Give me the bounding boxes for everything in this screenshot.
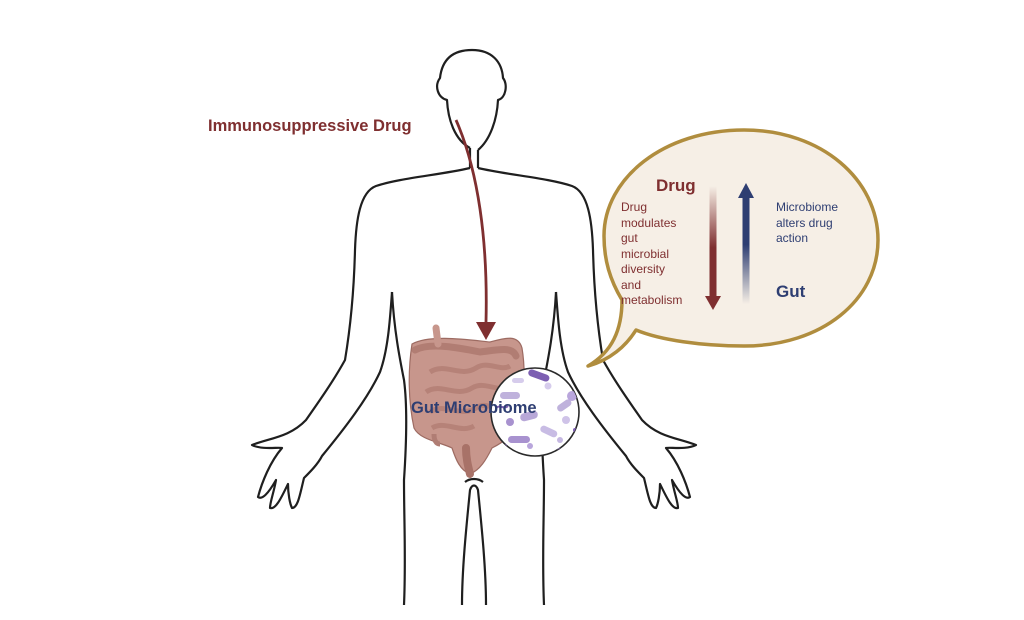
drug-path-arrowhead [476, 322, 496, 340]
bubble-gut-description: Microbiome alters drug action [776, 200, 839, 245]
down-arrow-icon [705, 186, 721, 310]
bubble-drug-title: Drug [656, 176, 696, 195]
microbiome-magnifier-icon [490, 367, 580, 457]
up-arrow-icon [738, 183, 754, 304]
drug-path-arrow [454, 119, 488, 323]
bubble-gut-title: Gut [776, 282, 806, 301]
immunosuppressive-drug-label: Immunosuppressive Drug [208, 117, 412, 135]
bubble-drug-description: Drug modulates gut microbial diversity a… [621, 200, 683, 307]
intestine-icon [408, 324, 525, 478]
speech-bubble [586, 128, 880, 368]
gut-microbiome-label: Gut Microbiome [411, 399, 537, 417]
